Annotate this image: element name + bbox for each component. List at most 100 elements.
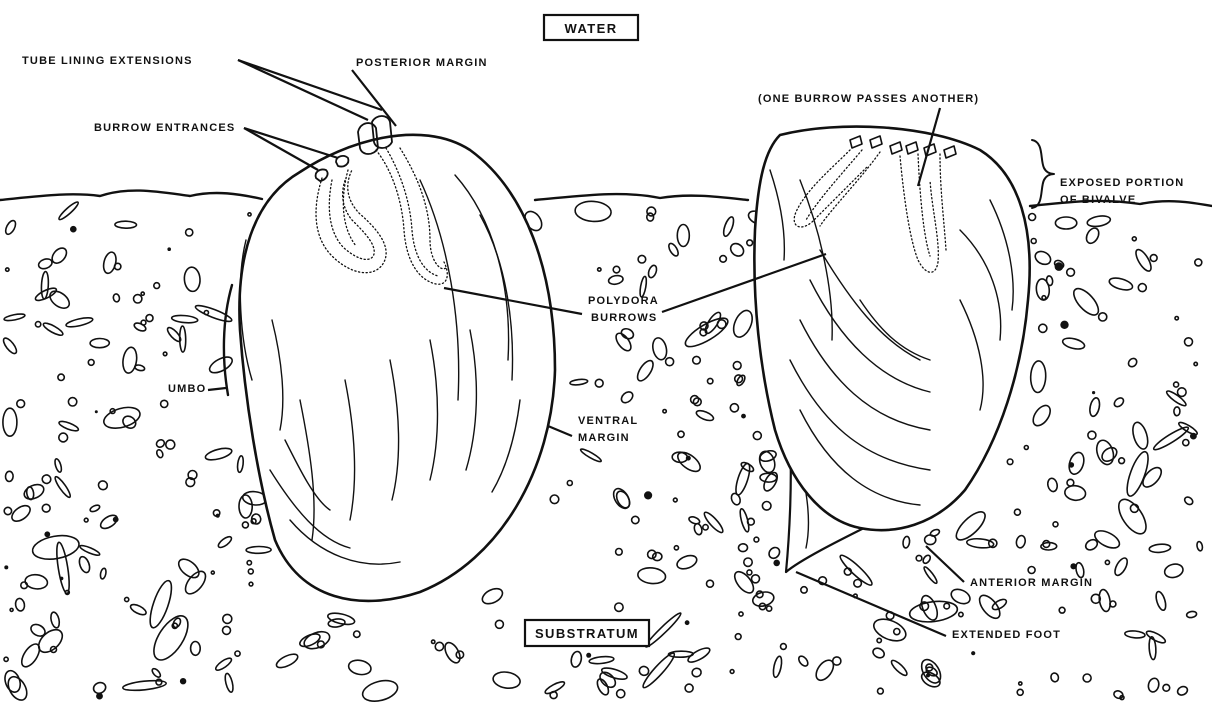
sediment-pebble bbox=[730, 670, 734, 674]
sediment-pebble bbox=[9, 503, 33, 525]
sediment-pebble bbox=[738, 544, 747, 552]
water-label: WATER bbox=[565, 21, 618, 36]
sediment-pebble bbox=[878, 688, 884, 694]
sediment-pebble bbox=[1064, 485, 1086, 502]
tube-lining-extensions-label: TUBE LINING EXTENSIONS bbox=[22, 55, 193, 67]
sediment-pebble bbox=[544, 680, 566, 696]
sediment-pebble bbox=[1083, 674, 1091, 682]
sediment-pebble bbox=[902, 536, 910, 548]
sediment-pebble bbox=[184, 267, 201, 292]
sediment-pebble bbox=[50, 611, 61, 628]
sediment-pebble bbox=[598, 268, 601, 271]
sediment-pebble bbox=[92, 681, 107, 695]
sediment-pebble bbox=[733, 362, 741, 370]
sediment-pebble bbox=[60, 577, 64, 581]
sediment-pebble bbox=[6, 268, 9, 271]
sediment-pebble bbox=[926, 673, 930, 677]
burrow-entrances-label: BURROW ENTRANCES bbox=[94, 122, 235, 134]
sediment-pebble bbox=[666, 358, 674, 366]
sediment-pebble bbox=[762, 502, 771, 511]
sediment-pebble bbox=[354, 631, 360, 637]
sediment-pebble bbox=[133, 321, 147, 332]
sediment-pebble bbox=[747, 240, 753, 246]
sediment-pebble bbox=[1007, 459, 1013, 465]
posterior-margin-label: POSTERIOR MARGIN bbox=[356, 57, 488, 69]
sediment-pebble bbox=[693, 523, 703, 536]
sediment-pebble bbox=[115, 221, 137, 228]
sediment-pebble bbox=[1099, 313, 1107, 321]
sediment-pebble bbox=[801, 587, 807, 593]
sediment-pebble bbox=[70, 226, 77, 233]
sediment-pebble bbox=[155, 438, 166, 448]
sediment-pebble bbox=[37, 257, 53, 270]
sediment-pebble bbox=[98, 513, 119, 532]
sediment-pebble bbox=[237, 456, 244, 473]
sediment-pebble bbox=[1030, 402, 1054, 428]
sediment-pebble bbox=[1130, 421, 1151, 451]
sediment-pebble bbox=[741, 414, 746, 419]
sediment-pebble bbox=[1176, 685, 1189, 697]
sediment-pebble bbox=[1194, 362, 1197, 365]
sediment-pebble bbox=[744, 558, 752, 566]
sediment-pebble bbox=[113, 293, 120, 302]
sediment-pebble bbox=[41, 271, 49, 299]
sediment-pebble bbox=[735, 634, 741, 640]
sediment-pebble bbox=[129, 602, 148, 616]
sediment-pebble bbox=[1015, 535, 1026, 549]
sediment-pebble bbox=[1014, 509, 1020, 515]
sediment-pebble bbox=[480, 586, 505, 607]
sediment-pebble bbox=[24, 573, 48, 590]
sediment-pebble bbox=[1075, 562, 1085, 578]
sediment-pebble bbox=[4, 565, 8, 569]
sediment-pebble bbox=[151, 667, 162, 678]
sediment-pebble bbox=[610, 486, 633, 511]
sediment-pebble bbox=[589, 656, 614, 665]
sediment-pebble bbox=[586, 653, 591, 658]
sediment-pebble bbox=[35, 322, 40, 327]
sediment-pebble bbox=[204, 446, 233, 462]
sediment-pebble bbox=[648, 550, 656, 558]
sediment-pebble bbox=[1070, 285, 1103, 319]
sediment-pebble bbox=[1030, 361, 1046, 393]
sediment-pebble bbox=[1086, 214, 1111, 228]
sediment-pebble bbox=[730, 308, 756, 340]
sediment-pebble bbox=[4, 507, 11, 514]
sediment-pebble bbox=[922, 566, 938, 585]
sediment-pebble bbox=[4, 657, 8, 661]
sediment-pebble bbox=[871, 646, 886, 659]
sediment-pebble bbox=[235, 651, 240, 656]
sediment-pebble bbox=[97, 479, 109, 491]
sediment-pebble bbox=[247, 561, 251, 565]
sediment-pebble bbox=[182, 568, 210, 597]
sediment-pebble bbox=[186, 229, 193, 236]
sediment-pebble bbox=[740, 461, 755, 474]
sediment-pebble bbox=[1055, 262, 1064, 271]
sediment-pebble bbox=[154, 283, 160, 289]
sediment-pebble bbox=[638, 665, 650, 676]
sediment-pebble bbox=[204, 311, 208, 315]
sediment-pebble bbox=[1105, 560, 1109, 564]
sediment-pebble bbox=[753, 432, 761, 440]
sediment-pebble bbox=[652, 552, 662, 561]
sediment-pebble bbox=[1017, 689, 1023, 695]
sediment-pebble bbox=[1174, 407, 1180, 416]
sediment-pebble bbox=[837, 552, 874, 588]
polydora-burrows-label-2: BURROWS bbox=[591, 312, 657, 324]
ventral-margin-label-1: VENTRAL bbox=[578, 415, 638, 427]
sediment-pebble bbox=[442, 640, 463, 665]
sediment-pebble bbox=[1113, 690, 1124, 700]
sediment-pebble bbox=[1055, 217, 1076, 229]
sediment-pebble bbox=[833, 657, 841, 665]
sediment-pebble bbox=[720, 256, 727, 263]
sediment-pebble bbox=[1060, 321, 1068, 329]
sediment-pebble bbox=[567, 481, 572, 486]
sediment-pebble bbox=[929, 528, 940, 537]
sediment-pebble bbox=[3, 408, 17, 436]
sediment-pebble bbox=[1084, 226, 1101, 245]
sediment-pebble bbox=[147, 610, 194, 665]
sediment-pebble bbox=[275, 652, 300, 671]
sediment-pebble bbox=[739, 612, 743, 616]
substratum-label: SUBSTRATUM bbox=[535, 626, 639, 641]
sediment-pebble bbox=[15, 598, 26, 612]
